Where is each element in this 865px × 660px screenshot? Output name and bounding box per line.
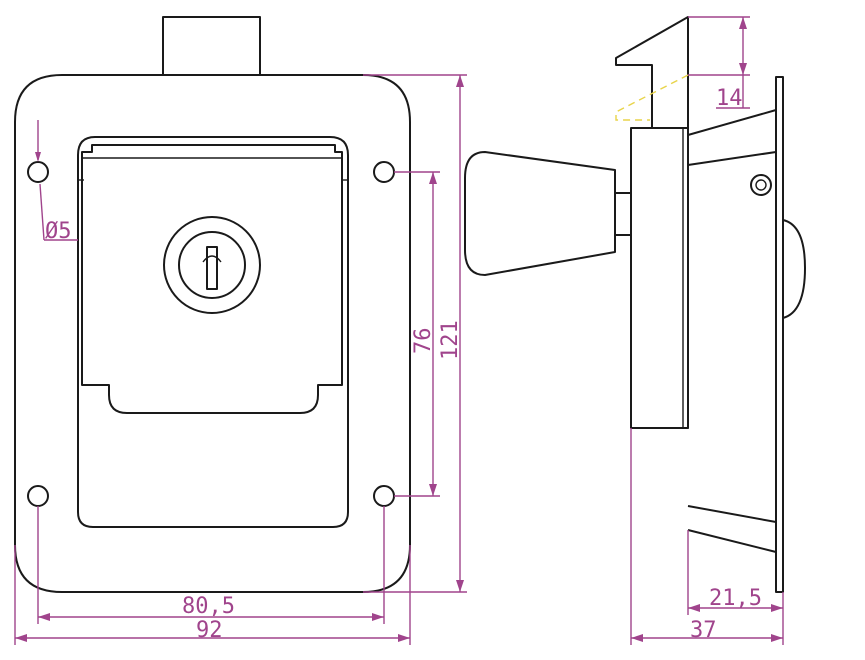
arrow <box>739 17 747 29</box>
recess-pan <box>77 136 349 528</box>
flange-inner-top <box>687 151 777 166</box>
flange-face <box>775 76 784 593</box>
knob <box>464 151 616 276</box>
front-dimensions: Ø5 76 121 80,5 92 <box>14 74 467 645</box>
rivet-inner <box>755 179 767 191</box>
arrow <box>688 604 700 612</box>
mount-hole-br <box>373 485 395 507</box>
arrow <box>38 613 50 621</box>
dim-hole-spacing-horizontal: 80,5 <box>182 594 235 619</box>
arrow <box>372 613 384 621</box>
arrow <box>631 634 643 642</box>
arrow <box>429 172 437 184</box>
dim-hook-height: 14 <box>716 86 743 111</box>
arrow <box>771 634 783 642</box>
arrow <box>398 634 410 642</box>
mount-hole-bl <box>27 485 49 507</box>
latch-hook <box>615 16 689 129</box>
dim-overall-width: 92 <box>196 618 223 643</box>
side-view <box>464 16 806 593</box>
knob-shaft <box>614 192 632 236</box>
mount-hole-tr <box>373 161 395 183</box>
keyhole-arc <box>202 255 222 263</box>
hook-swing-hidden <box>615 74 689 121</box>
dim-overall-depth: 37 <box>690 618 717 643</box>
lock-cylinder-outer <box>163 216 261 314</box>
top-tab <box>162 16 261 76</box>
dim-hole-spacing-vertical: 76 <box>411 328 436 355</box>
dim-hole-diameter: Ø5 <box>45 219 72 244</box>
lock-cylinder-inner <box>178 231 246 299</box>
arrow <box>456 75 464 87</box>
arrow <box>15 634 27 642</box>
side-dimensions: 14 21,5 37 <box>630 16 784 645</box>
paddle-bulge <box>782 219 806 319</box>
front-view <box>14 16 411 593</box>
arrow <box>456 580 464 592</box>
dim-flange-depth: 21,5 <box>709 586 762 611</box>
flange-inner-bottom <box>687 505 777 523</box>
flange-profile <box>687 109 777 553</box>
arrow <box>771 604 783 612</box>
arrow <box>739 63 747 75</box>
dia-leader-2 <box>39 183 45 241</box>
flange-plate <box>14 74 411 593</box>
latch-body <box>630 127 689 429</box>
keyhole <box>206 246 218 290</box>
arrow <box>429 484 437 496</box>
body-edge <box>682 127 689 429</box>
rivet-outer <box>750 174 772 196</box>
dia-arrow <box>35 152 41 162</box>
paddle-handle <box>81 144 343 414</box>
mount-hole-tl <box>27 161 49 183</box>
dim-overall-height: 121 <box>438 320 463 360</box>
